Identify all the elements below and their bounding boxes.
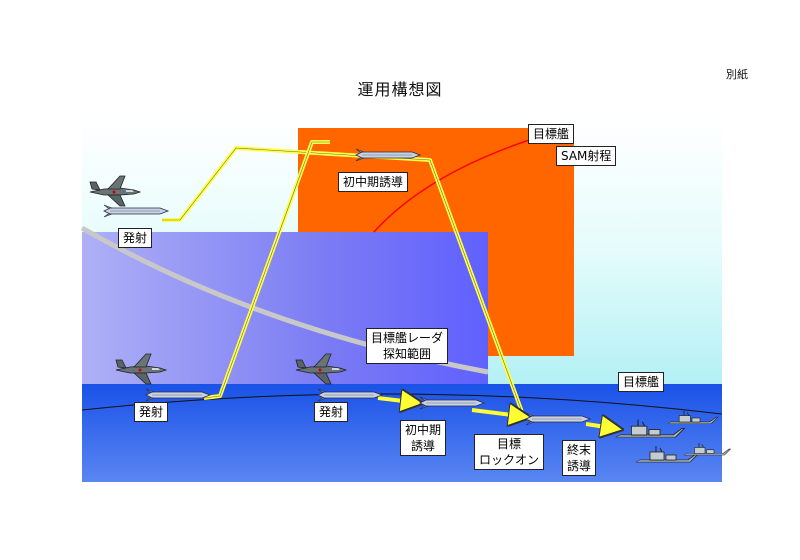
sam-range-label: SAM射程 [556,146,617,166]
mid-guidance-label-low-line1: 初中期 [405,423,442,437]
sea-skim-arrow-1 [377,398,412,402]
target-lockon-label-line1: 目標 [497,437,522,451]
target-ship-label-bottom: 目標艦 [618,372,665,392]
radar-range-label: 目標艦レーダ 探知範囲 [366,328,449,364]
radar-range-label-line2: 探知範囲 [383,347,432,361]
launch-label-low-2: 発射 [314,402,349,422]
sea-skim-arrow-3 [585,424,612,428]
mid-guidance-label-low-line2: 誘導 [411,439,436,453]
mid-guidance-label-top: 初中期誘導 [338,172,409,192]
launch-label-low-1: 発射 [134,402,169,422]
target-ship-label-top: 目標艦 [528,124,575,144]
low-to-high-trajectory-outline [203,141,330,399]
radar-range-label-line1: 目標艦レーダ [371,331,444,345]
sea-skim-arrow-2 [471,410,520,416]
page-title: 運用構想図 [357,80,443,99]
mid-guidance-label-low: 初中期 誘導 [400,420,447,456]
high-trajectory-outline [162,147,523,413]
target-lockon-label-line2: ロックオン [479,453,540,467]
target-lockon-label: 目標 ロックオン [474,434,545,470]
sam-range-arc [373,133,549,233]
terminal-guidance-label-line2: 誘導 [567,459,592,473]
attachment-label: 別紙 [726,68,748,81]
terminal-guidance-label: 終末 誘導 [562,440,597,476]
launch-label-air: 発射 [118,228,153,248]
terminal-guidance-label-line1: 終末 [567,443,592,457]
